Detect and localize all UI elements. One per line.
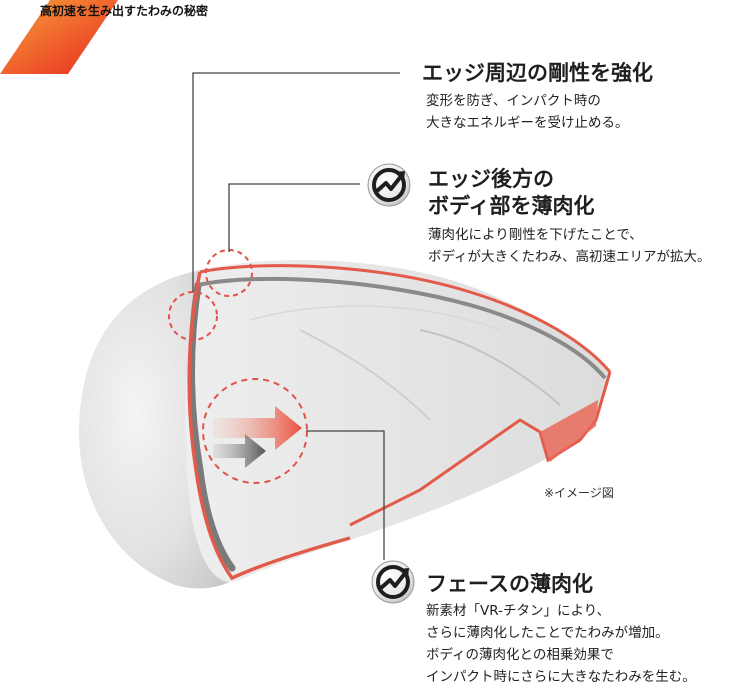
leader-line-edge-rigidity xyxy=(192,72,400,292)
inner-rib-highlight-2 xyxy=(299,329,431,421)
crown-edge-red-outline xyxy=(199,264,612,373)
description-line: さらに薄肉化したことでたわみが増加。 xyxy=(426,625,669,641)
face-thinning-title: フェースの薄肉化 xyxy=(426,572,593,596)
body-thinning-description: 薄肉化により剛性を下げたことで、 ボディが大きくたわみ、高初速エリアが拡大。 xyxy=(428,224,711,268)
description-line: 新素材「VR-チタン」により、 xyxy=(426,603,611,619)
upward-arrow-badge-icon xyxy=(367,163,411,207)
edge-top-dashed-circle xyxy=(205,249,253,297)
corner-stripe-decoration xyxy=(0,0,118,74)
description-line: 変形を防ぎ、インパクト時の xyxy=(426,93,601,109)
right-arrow-icon xyxy=(213,406,302,450)
club-head-main-body xyxy=(185,259,610,582)
description-line: 大きなエネルギーを受け止める。 xyxy=(426,115,629,131)
description-line: 薄肉化により剛性を下げたことで、 xyxy=(428,227,643,243)
right-arrow-icon xyxy=(213,434,266,468)
leader-line-body-thinning xyxy=(228,183,360,252)
face-red-outline xyxy=(187,271,351,581)
description-line: インパクト時にさらに大きなたわみを生む。 xyxy=(426,669,696,685)
edge-rigidity-description: 変形を防ぎ、インパクト時の 大きなエネルギーを受け止める。 xyxy=(426,90,629,134)
title-line: ボディ部を薄肉化 xyxy=(428,194,595,218)
description-line: ボディの薄肉化との相乗効果で xyxy=(426,647,614,663)
upward-arrow-badge-icon xyxy=(371,560,415,604)
leader-line-face-thinning xyxy=(306,430,385,560)
body-thinning-title: エッジ後方の ボディ部を薄肉化 xyxy=(428,166,595,220)
inner-rib-highlight-1 xyxy=(419,329,561,406)
inner-rib-highlight-3 xyxy=(249,305,501,331)
face-thinning-description: 新素材「VR-チタン」により、 さらに薄肉化したことでたわみが増加。 ボディの薄… xyxy=(426,600,696,688)
page-title: 高初速を生み出すたわみの秘密 xyxy=(40,4,209,18)
description-line: ボディが大きくたわみ、高初速エリアが拡大。 xyxy=(428,249,711,265)
crown-edge-gray-band xyxy=(197,276,607,380)
edge-rigidity-title: エッジ周辺の剛性を強化 xyxy=(422,61,653,85)
image-note: ※イメージ図 xyxy=(544,486,614,500)
sole-red-patch xyxy=(540,400,598,462)
title-line: エッジ後方の xyxy=(428,167,554,191)
